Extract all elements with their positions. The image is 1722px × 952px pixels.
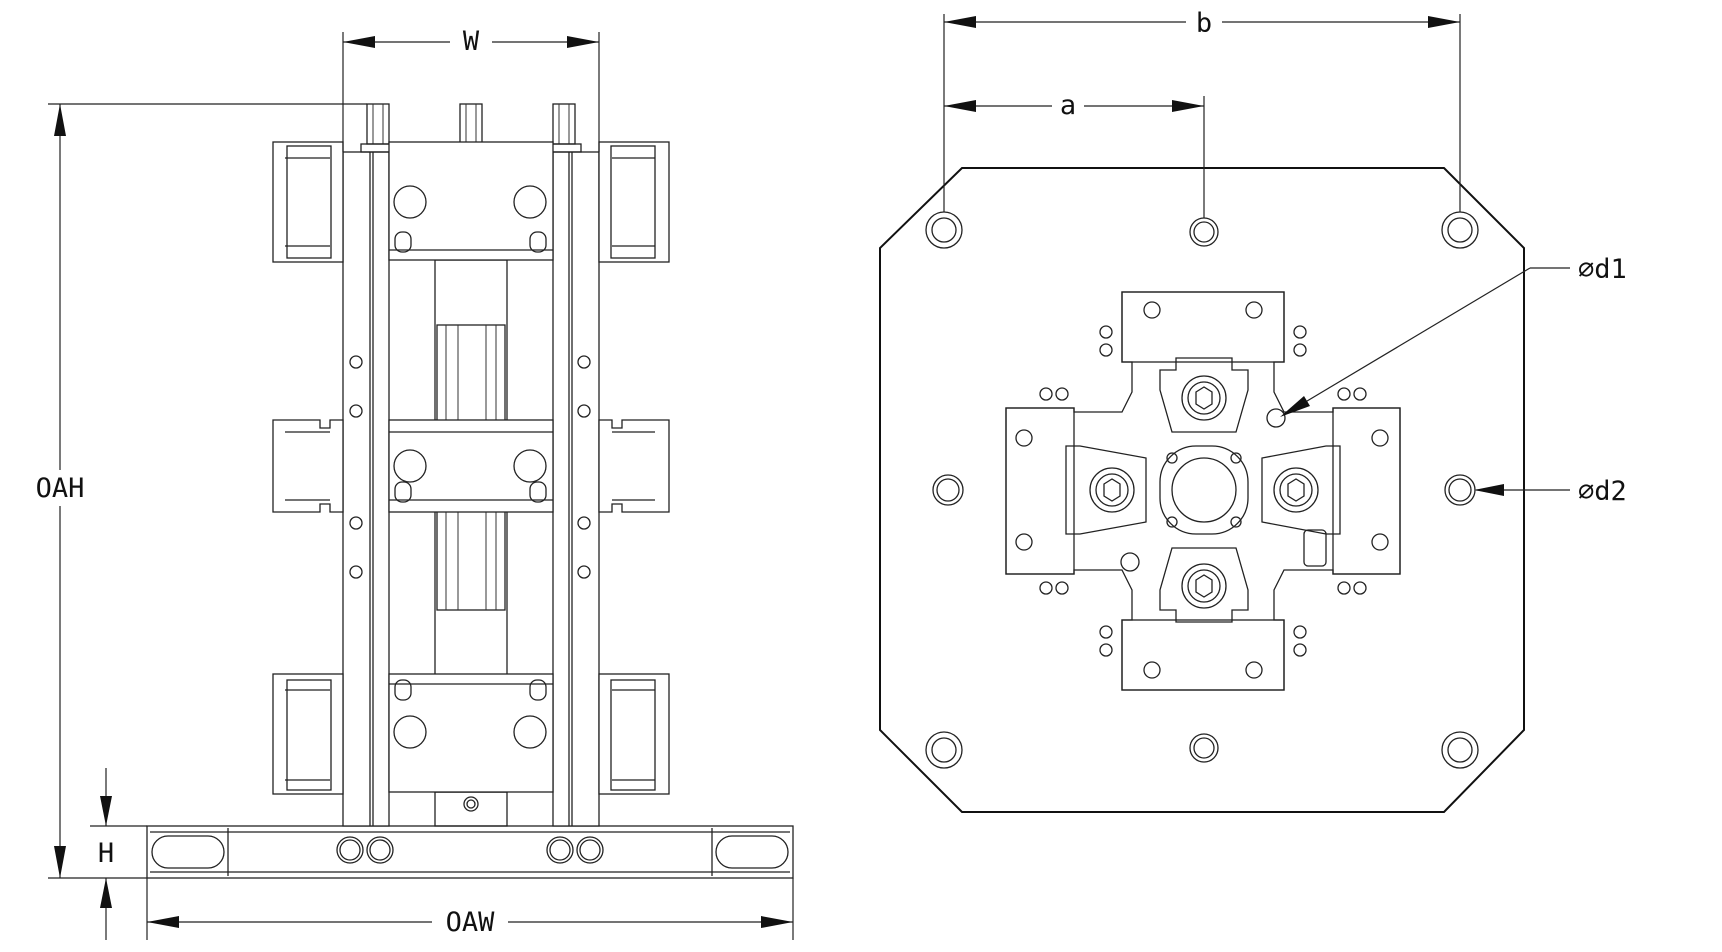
- leader-d2: ∅d2: [1474, 476, 1627, 507]
- label-w: W: [463, 26, 480, 57]
- mounting-holes: [925, 211, 1479, 769]
- top-view: [879, 167, 1525, 813]
- dimension-b: b: [943, 4, 1461, 212]
- side-jaws: [272, 141, 670, 795]
- label-oaw: OAW: [446, 907, 496, 938]
- dimension-oaw: OAW: [146, 878, 794, 940]
- dimension-w: W: [342, 24, 600, 152]
- cross-fixture: [1005, 291, 1401, 691]
- label-d1: ∅d1: [1578, 254, 1627, 285]
- center-hub: [1159, 445, 1249, 535]
- dimension-oah: OAH: [28, 103, 367, 879]
- label-h: H: [98, 838, 114, 869]
- bottom-block: [434, 791, 508, 827]
- left-rail: [342, 151, 390, 827]
- screw-clamps: [1065, 357, 1341, 623]
- clamp-block-bottom: [388, 673, 554, 793]
- clamp-block-top: [388, 141, 554, 261]
- front-dimensions: W OAH H OAW: [28, 24, 794, 940]
- base-plate: [146, 825, 794, 879]
- octagon-plate: [879, 167, 1525, 813]
- label-oah: OAH: [36, 473, 85, 504]
- label-a: a: [1060, 90, 1076, 121]
- right-rail: [552, 151, 600, 827]
- leader-d1: ∅d1: [1280, 254, 1627, 417]
- label-d2: ∅d2: [1578, 476, 1627, 507]
- clamp-block-middle: [388, 419, 554, 513]
- front-view: [146, 103, 794, 879]
- label-b: b: [1196, 8, 1212, 39]
- dimension-a: a: [944, 88, 1205, 218]
- dimension-h: H: [90, 768, 147, 940]
- top-dimensions: b a ∅d1 ∅d2: [943, 4, 1627, 507]
